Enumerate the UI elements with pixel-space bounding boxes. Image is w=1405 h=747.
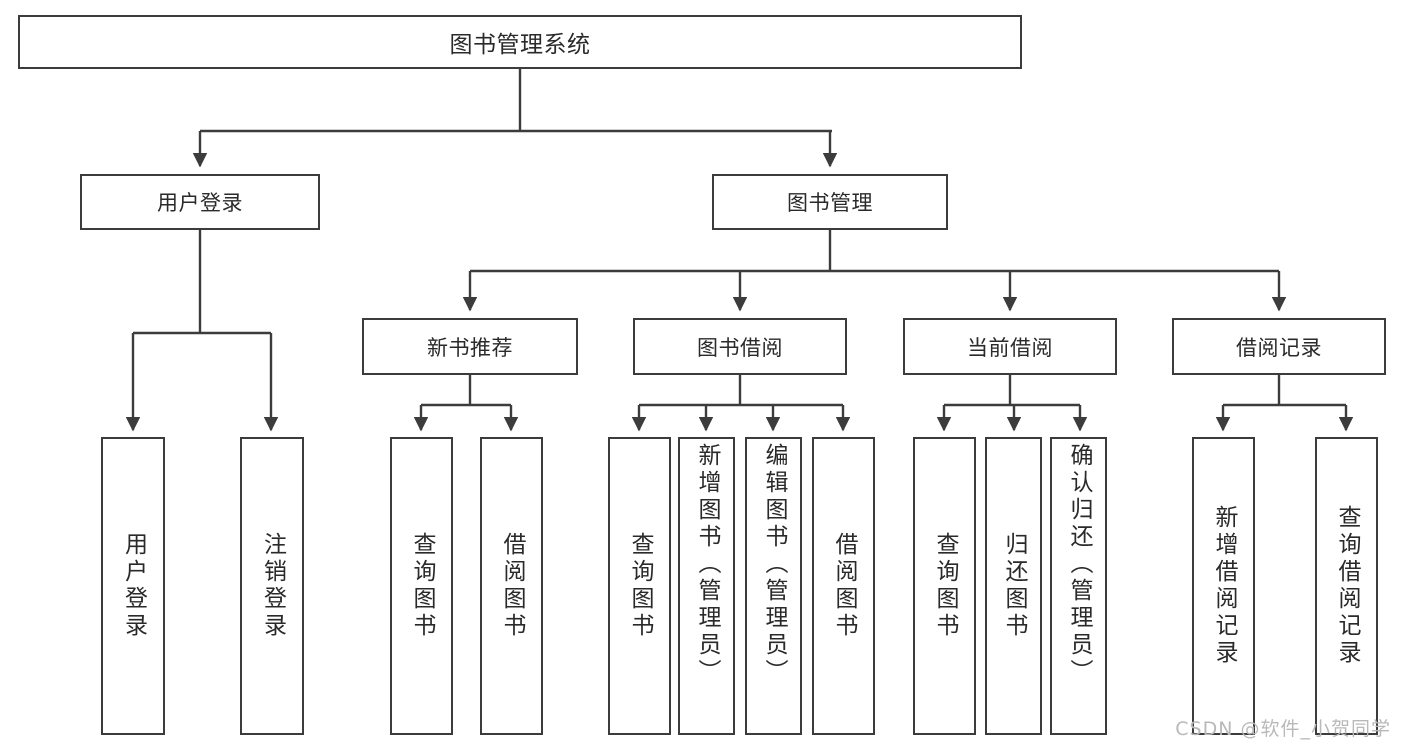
node-label: 图书管理系统 [449, 32, 591, 58]
leaf-add-book-admin[interactable]: 新增图书（管理员） [678, 437, 735, 735]
leaf-borrow-book-1[interactable]: 借阅图书 [480, 437, 543, 735]
node-label: 图书管理 [787, 191, 873, 215]
leaf-query-book-3[interactable]: 查询图书 [913, 437, 976, 735]
node-label: 确认归还（管理员） [1066, 443, 1092, 686]
leaf-user-login[interactable]: 用户登录 [101, 437, 165, 735]
node-borrow-record[interactable]: 借阅记录 [1172, 318, 1386, 375]
node-label: 借阅记录 [1236, 335, 1322, 360]
node-book-management[interactable]: 图书管理 [712, 174, 948, 230]
node-label: 新增借阅记录 [1211, 505, 1237, 667]
leaf-add-borrow-record[interactable]: 新增借阅记录 [1192, 437, 1255, 735]
leaf-query-book-2[interactable]: 查询图书 [608, 437, 671, 735]
node-label: 借阅图书 [831, 532, 857, 640]
leaf-borrow-book-2[interactable]: 借阅图书 [812, 437, 875, 735]
leaf-return-book[interactable]: 归还图书 [985, 437, 1042, 735]
leaf-edit-book-admin[interactable]: 编辑图书（管理员） [745, 437, 802, 735]
leaf-confirm-return-admin[interactable]: 确认归还（管理员） [1050, 437, 1107, 735]
node-label: 新增图书（管理员） [694, 443, 720, 686]
node-book-borrow[interactable]: 图书借阅 [633, 318, 847, 375]
node-user-login[interactable]: 用户登录 [80, 174, 320, 230]
node-new-book-recommend[interactable]: 新书推荐 [362, 318, 578, 375]
leaf-query-book-1[interactable]: 查询图书 [390, 437, 453, 735]
node-label: 用户登录 [120, 532, 147, 640]
node-label: 查询图书 [409, 532, 435, 640]
watermark: CSDN @软件_小贺同学 [1175, 718, 1391, 740]
node-label: 用户登录 [157, 191, 243, 215]
node-label: 借阅图书 [499, 532, 525, 640]
leaf-logout[interactable]: 注销登录 [240, 437, 304, 735]
node-label: 图书借阅 [697, 335, 783, 360]
node-label: 查询借阅记录 [1334, 505, 1360, 667]
leaf-query-borrow-record[interactable]: 查询借阅记录 [1315, 437, 1378, 735]
node-label: 注销登录 [259, 532, 286, 640]
node-label: 新书推荐 [427, 335, 513, 360]
node-label: 查询图书 [627, 532, 653, 640]
node-label: 当前借阅 [967, 335, 1053, 360]
node-current-borrow[interactable]: 当前借阅 [903, 318, 1117, 375]
node-label: 归还图书 [1001, 532, 1027, 640]
node-label: 查询图书 [932, 532, 958, 640]
node-root-system[interactable]: 图书管理系统 [18, 15, 1022, 69]
node-label: 编辑图书（管理员） [761, 443, 787, 686]
